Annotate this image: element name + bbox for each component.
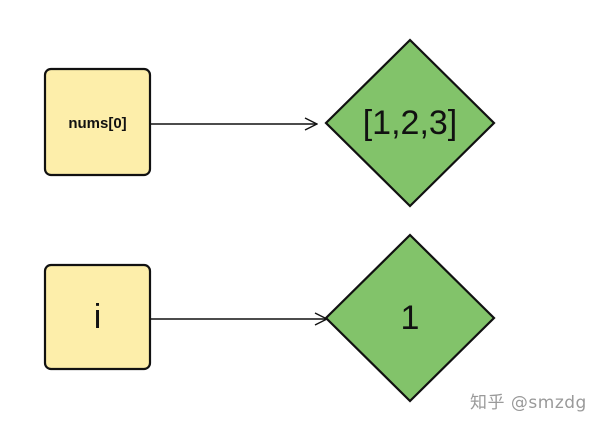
value-label-list: [1,2,3]	[363, 104, 458, 142]
variable-label-i: i	[94, 298, 102, 336]
value-label-int: 1	[401, 299, 420, 337]
value-diamond-list	[324, 38, 496, 208]
value-diamond-int	[324, 233, 496, 403]
variable-box-i	[43, 263, 152, 371]
watermark-text: 知乎 @smzdg	[470, 393, 587, 413]
variable-box-nums0	[43, 67, 152, 177]
variable-label-nums0: nums[0]	[68, 115, 126, 132]
